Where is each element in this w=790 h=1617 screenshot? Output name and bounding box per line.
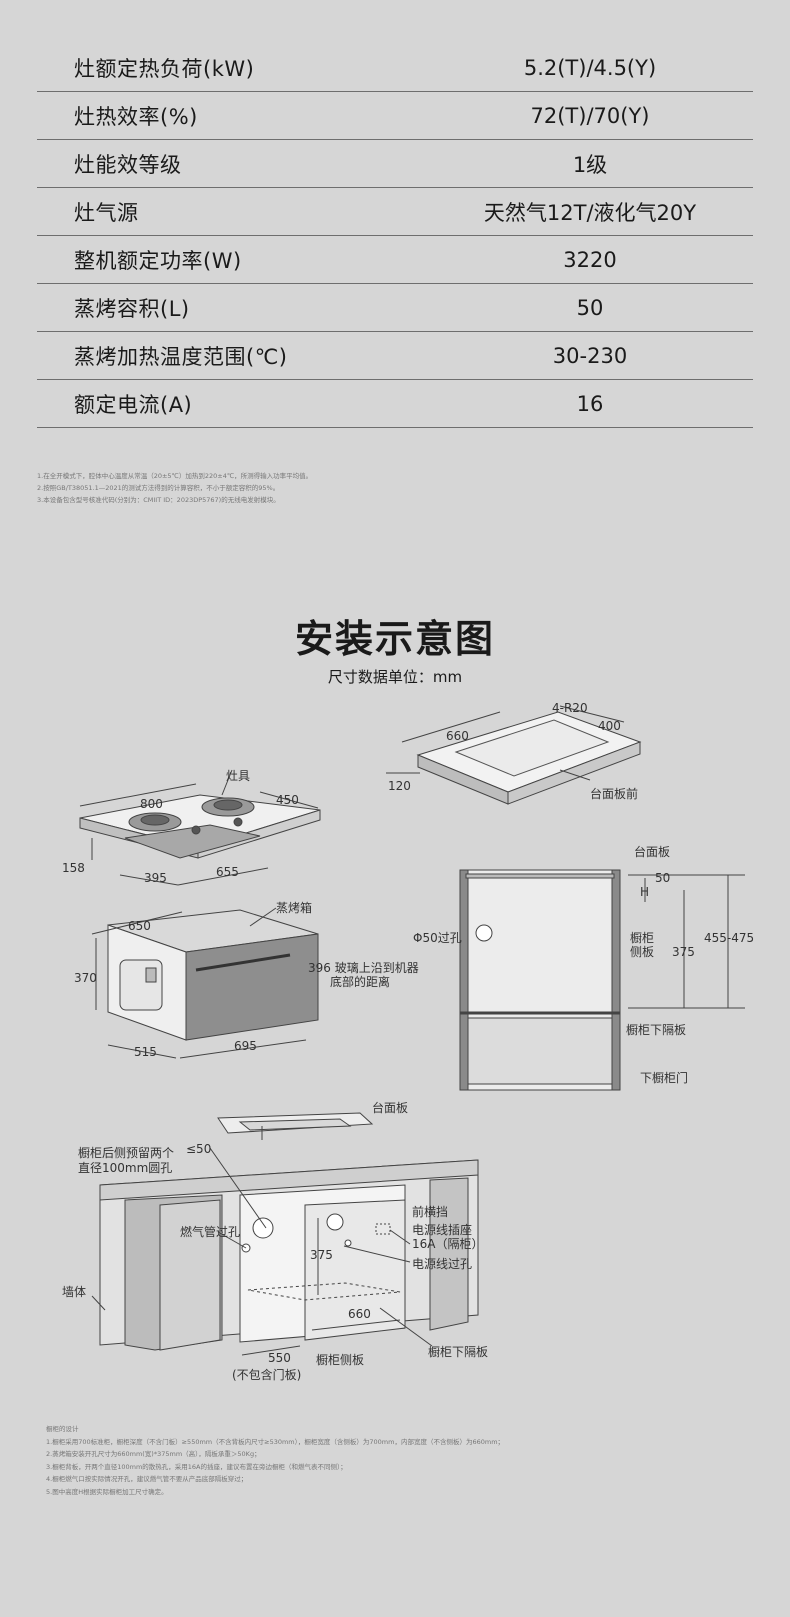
label-front-rail: 前横挡 xyxy=(412,1204,448,1219)
label-side-panel-2: 侧板 xyxy=(630,945,654,959)
footnote: 1.在全开模式下，腔体中心温度从常温（20±5℃）加热到220±4℃，所测得输入… xyxy=(37,472,313,480)
label-wall: 墙体 xyxy=(62,1285,86,1299)
label-oven: 蒸烤箱 xyxy=(276,900,312,915)
label-holes-1: 橱柜后侧预留两个 xyxy=(78,1146,174,1160)
label-450: 450 xyxy=(276,793,299,807)
label-no-door: (不包含门板) xyxy=(232,1367,301,1382)
spec-value: 5.2(T)/4.5(Y) xyxy=(523,55,657,80)
label-stove: 灶具 xyxy=(226,769,250,783)
cabinet-section-drawing xyxy=(459,869,745,1091)
design-note: 4.橱柜燃气口按实际情况开孔，建议燃气管不要从产品底部隔板穿过； xyxy=(46,1475,248,1483)
design-note: 橱柜的设计 xyxy=(46,1425,79,1433)
spec-label: 蒸烤加热温度范围(℃) xyxy=(74,344,288,369)
spec-label: 灶能效等级 xyxy=(74,152,182,177)
spec-label: 额定电流(A) xyxy=(74,392,193,417)
label-158: 158 xyxy=(62,861,85,875)
label-phi50: Φ50过孔 xyxy=(413,931,462,945)
spec-row: 灶额定热负荷(kW) 5.2(T)/4.5(Y) xyxy=(37,44,753,92)
spec-footnotes: 1.在全开模式下，腔体中心温度从常温（20±5℃）加热到220±4℃，所测得输入… xyxy=(37,470,312,506)
label-50: 50 xyxy=(655,871,670,885)
label-650: 650 xyxy=(128,919,151,933)
label-370: 370 xyxy=(74,971,97,985)
install-unit: 尺寸数据单位：mm xyxy=(327,668,463,686)
design-note: 5.图中高度H根据实际橱柜加工尺寸确定。 xyxy=(46,1487,168,1496)
footnote: 3.本设备包含型号核准代码(分别为：CMIIT ID：2023DP5767)的无… xyxy=(37,496,280,504)
label-countertop: 台面板 xyxy=(634,844,670,859)
label-side-panel-1: 橱柜 xyxy=(630,931,654,945)
spec-label: 灶额定热负荷(kW) xyxy=(74,56,255,81)
spec-label: 整机额定功率(W) xyxy=(74,248,242,273)
cabinet-design-notes: 橱柜的设计 1.橱柜采用700标准柜，橱柜深度（不含门板）≥550mm（不含背板… xyxy=(46,1423,504,1498)
label-socket-1: 电源线插座 xyxy=(412,1222,472,1237)
label-lower-partition: 橱柜下隔板 xyxy=(626,1023,686,1037)
label-800: 800 xyxy=(140,797,163,811)
stove-drawing xyxy=(79,769,321,886)
label-glass-1: 396 玻璃上沿到机器 xyxy=(308,961,419,975)
spec-value: 50 xyxy=(576,295,604,320)
diagram-labels: 4-R20 660 400 120 台面板前 灶具 800 450 158 39… xyxy=(62,701,754,1382)
install-title: 安装示意图 xyxy=(294,617,495,661)
label-countertop-front: 台面板前 xyxy=(590,786,638,801)
label-660b: 660 xyxy=(348,1307,371,1321)
spec-value: 1级 xyxy=(572,152,608,177)
countertop-cutout-drawing xyxy=(386,705,642,805)
spec-value: 30-230 xyxy=(552,343,628,368)
spec-row: 整机额定功率(W) 3220 xyxy=(37,236,753,284)
spec-row: 灶热效率(%) 72(T)/70(Y) xyxy=(37,92,753,140)
oven-drawing xyxy=(91,907,319,1059)
spec-value: 天然气12T/液化气20Y xyxy=(483,200,697,225)
label-le50: ≤50 xyxy=(186,1142,211,1156)
label-r20: 4-R20 xyxy=(552,701,588,715)
label-655: 655 xyxy=(216,865,239,879)
label-lower-partition-2: 橱柜下隔板 xyxy=(428,1345,488,1359)
spec-label: 灶气源 xyxy=(74,200,139,225)
label-socket-2: 16A（隔柜） xyxy=(412,1237,483,1251)
label-countertop-2: 台面板 xyxy=(372,1100,408,1115)
spec-row: 灶能效等级 1级 xyxy=(37,140,753,188)
spec-row: 灶气源 天然气12T/液化气20Y xyxy=(37,188,753,236)
spec-label: 蒸烤容积(L) xyxy=(74,296,190,321)
label-120: 120 xyxy=(388,779,411,793)
spec-label: 灶热效率(%) xyxy=(74,104,198,129)
label-holes-2: 直径100mm圆孔 xyxy=(78,1161,172,1175)
design-note: 2.蒸烤箱安装开孔尺寸为660mm(宽)*375mm（高），隔板承重＞50Kg； xyxy=(46,1450,261,1458)
design-note: 1.橱柜采用700标准柜，橱柜深度（不含门板）≥550mm（不含背板内尺寸≥53… xyxy=(46,1437,505,1446)
label-695: 695 xyxy=(234,1039,257,1053)
spec-value: 72(T)/70(Y) xyxy=(530,103,650,128)
label-660: 660 xyxy=(446,729,469,743)
label-550: 550 xyxy=(268,1351,291,1365)
label-400: 400 xyxy=(598,719,621,733)
label-375a: 375 xyxy=(672,945,695,959)
spec-table: 灶额定热负荷(kW) 5.2(T)/4.5(Y) 灶热效率(%) 72(T)/70(… xyxy=(37,44,753,428)
label-515: 515 xyxy=(134,1045,157,1059)
cabinet-3d-drawing xyxy=(91,1112,479,1356)
label-side-panel: 橱柜侧板 xyxy=(316,1353,364,1367)
label-glass-2: 底部的距离 xyxy=(330,974,390,989)
footnote: 2.按照GB/T38051.1—2021的测试方法得到的计算容积，不小于额定容积… xyxy=(37,484,280,492)
label-lower-door: 下橱柜门 xyxy=(640,1070,688,1085)
spec-row: 额定电流(A) 16 xyxy=(37,380,753,428)
label-cable-hole: 电源线过孔 xyxy=(412,1257,472,1271)
spec-value: 16 xyxy=(576,391,604,416)
design-note: 3.橱柜背板，开两个直径100mm的散热孔，采用16A的插座，建议布置在旁边橱柜… xyxy=(46,1462,347,1471)
label-h: H xyxy=(640,885,649,899)
spec-value: 3220 xyxy=(563,247,617,272)
label-455: 455-475 xyxy=(704,931,754,945)
label-375b: 375 xyxy=(310,1248,333,1262)
label-gas-hole: 燃气管过孔 xyxy=(180,1224,240,1239)
spec-row: 蒸烤加热温度范围(℃) 30-230 xyxy=(37,332,753,380)
spec-row: 蒸烤容积(L) 50 xyxy=(37,284,753,332)
label-395: 395 xyxy=(144,871,167,885)
